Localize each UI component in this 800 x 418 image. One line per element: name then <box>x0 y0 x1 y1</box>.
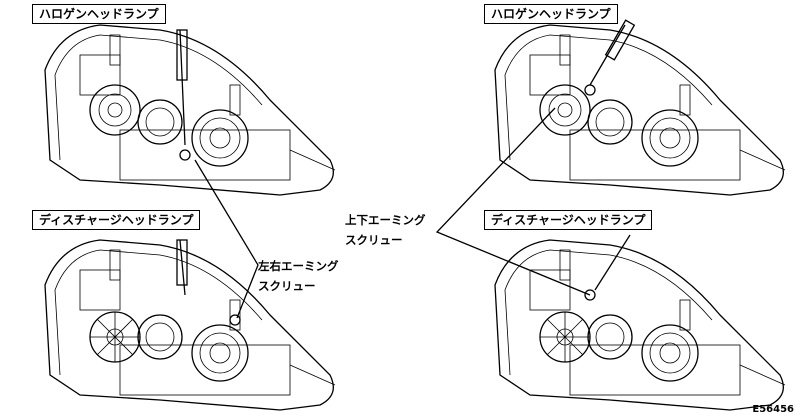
panel-title-top-left: ハロゲンヘッドランプ <box>32 4 166 24</box>
panel-title-bottom-right: ディスチャージヘッドランプ <box>484 210 653 230</box>
panel-title-top-right: ハロゲンヘッドランプ <box>484 4 618 24</box>
figure-code: E56456 <box>752 404 794 415</box>
lamp-bottom-left <box>44 239 336 411</box>
callout-line: スクリュー <box>258 279 316 293</box>
lamp-bottom-right <box>494 234 786 411</box>
lamp-top-right <box>494 19 786 196</box>
panel-title-bottom-left: ディスチャージヘッドランプ <box>32 210 201 230</box>
horizontal-aiming-screw-label: 左右エーミング スクリュー <box>258 256 339 296</box>
lamp-top-left <box>44 24 336 196</box>
callout-line: 左右エーミング <box>258 259 339 273</box>
vertical-aiming-screw-label: 上下エーミング スクリュー <box>345 210 426 250</box>
callout-line: 上下エーミング <box>345 213 426 227</box>
leader-lines <box>194 107 591 319</box>
callout-line: スクリュー <box>345 233 403 247</box>
